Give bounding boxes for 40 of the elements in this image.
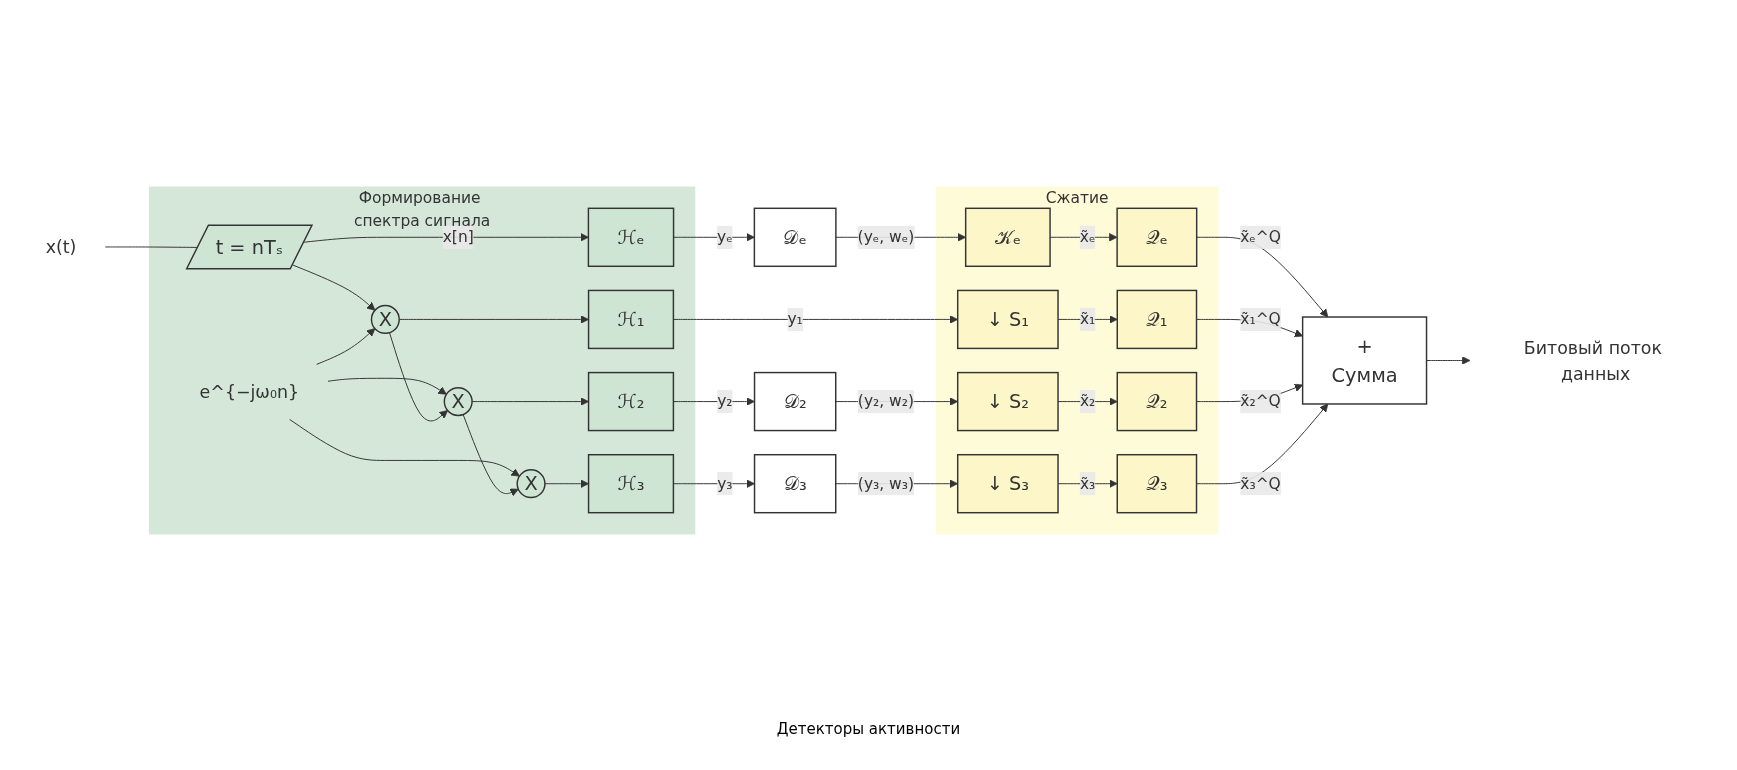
- edge-label: x̃₂^Q: [1239, 391, 1281, 410]
- node-box: ↓ S₂: [956, 371, 1059, 431]
- edge-label: y₁: [786, 309, 803, 328]
- node-circle: X: [515, 468, 546, 498]
- node-text: e^{−jω₀n}: [199, 381, 299, 402]
- node-box: ℋ₁: [587, 289, 674, 349]
- edge-label: x̃₁^Q: [1239, 309, 1281, 328]
- edge-label: (yₑ, wₑ): [857, 227, 914, 246]
- edge-label: y₃: [716, 473, 733, 492]
- node-text: Битовый поток данных: [1523, 336, 1662, 384]
- connector: [104, 245, 198, 248]
- note-label: Детекторы активности: [776, 720, 961, 738]
- node-text: x(t): [45, 236, 76, 257]
- node-box: 𝒟₂: [753, 371, 836, 431]
- node-box: + Сумма: [1301, 315, 1427, 405]
- edge-label: y₂: [716, 391, 733, 410]
- node-box: ℋ₃: [587, 453, 674, 513]
- edge-label: x̃₃: [1079, 473, 1095, 492]
- node-box: 𝒦ₑ: [964, 207, 1051, 267]
- node-box: 𝒬₂: [1116, 371, 1197, 431]
- edge-label: x̃ₑ^Q: [1239, 227, 1281, 246]
- node-box: 𝒬₃: [1116, 453, 1197, 513]
- node-box: ↓ S₁: [956, 289, 1059, 349]
- node-box: ℋₑ: [587, 207, 674, 267]
- edge-label: (y₂, w₂): [857, 391, 914, 410]
- edge-label: (y₃, w₃): [857, 473, 914, 492]
- node-box: 𝒟₃: [753, 453, 836, 513]
- node-box: 𝒬ₑ: [1115, 207, 1197, 267]
- edge-label: yₑ: [716, 227, 733, 246]
- node-box: ℋ₂: [587, 371, 674, 431]
- edge-label: x̃ₑ: [1079, 227, 1095, 246]
- edge-label: x[n]: [442, 227, 474, 246]
- edge-label: x̃₂: [1079, 391, 1095, 410]
- node-box: ↓ S₃: [956, 453, 1059, 513]
- edge-label: x̃₁: [1079, 309, 1095, 328]
- edge-label: x̃₃^Q: [1239, 473, 1281, 492]
- node-box: 𝒟ₑ: [753, 207, 837, 267]
- node-circle: X: [443, 386, 473, 416]
- node-circle: X: [370, 304, 400, 334]
- node-box: 𝒬₁: [1116, 289, 1197, 349]
